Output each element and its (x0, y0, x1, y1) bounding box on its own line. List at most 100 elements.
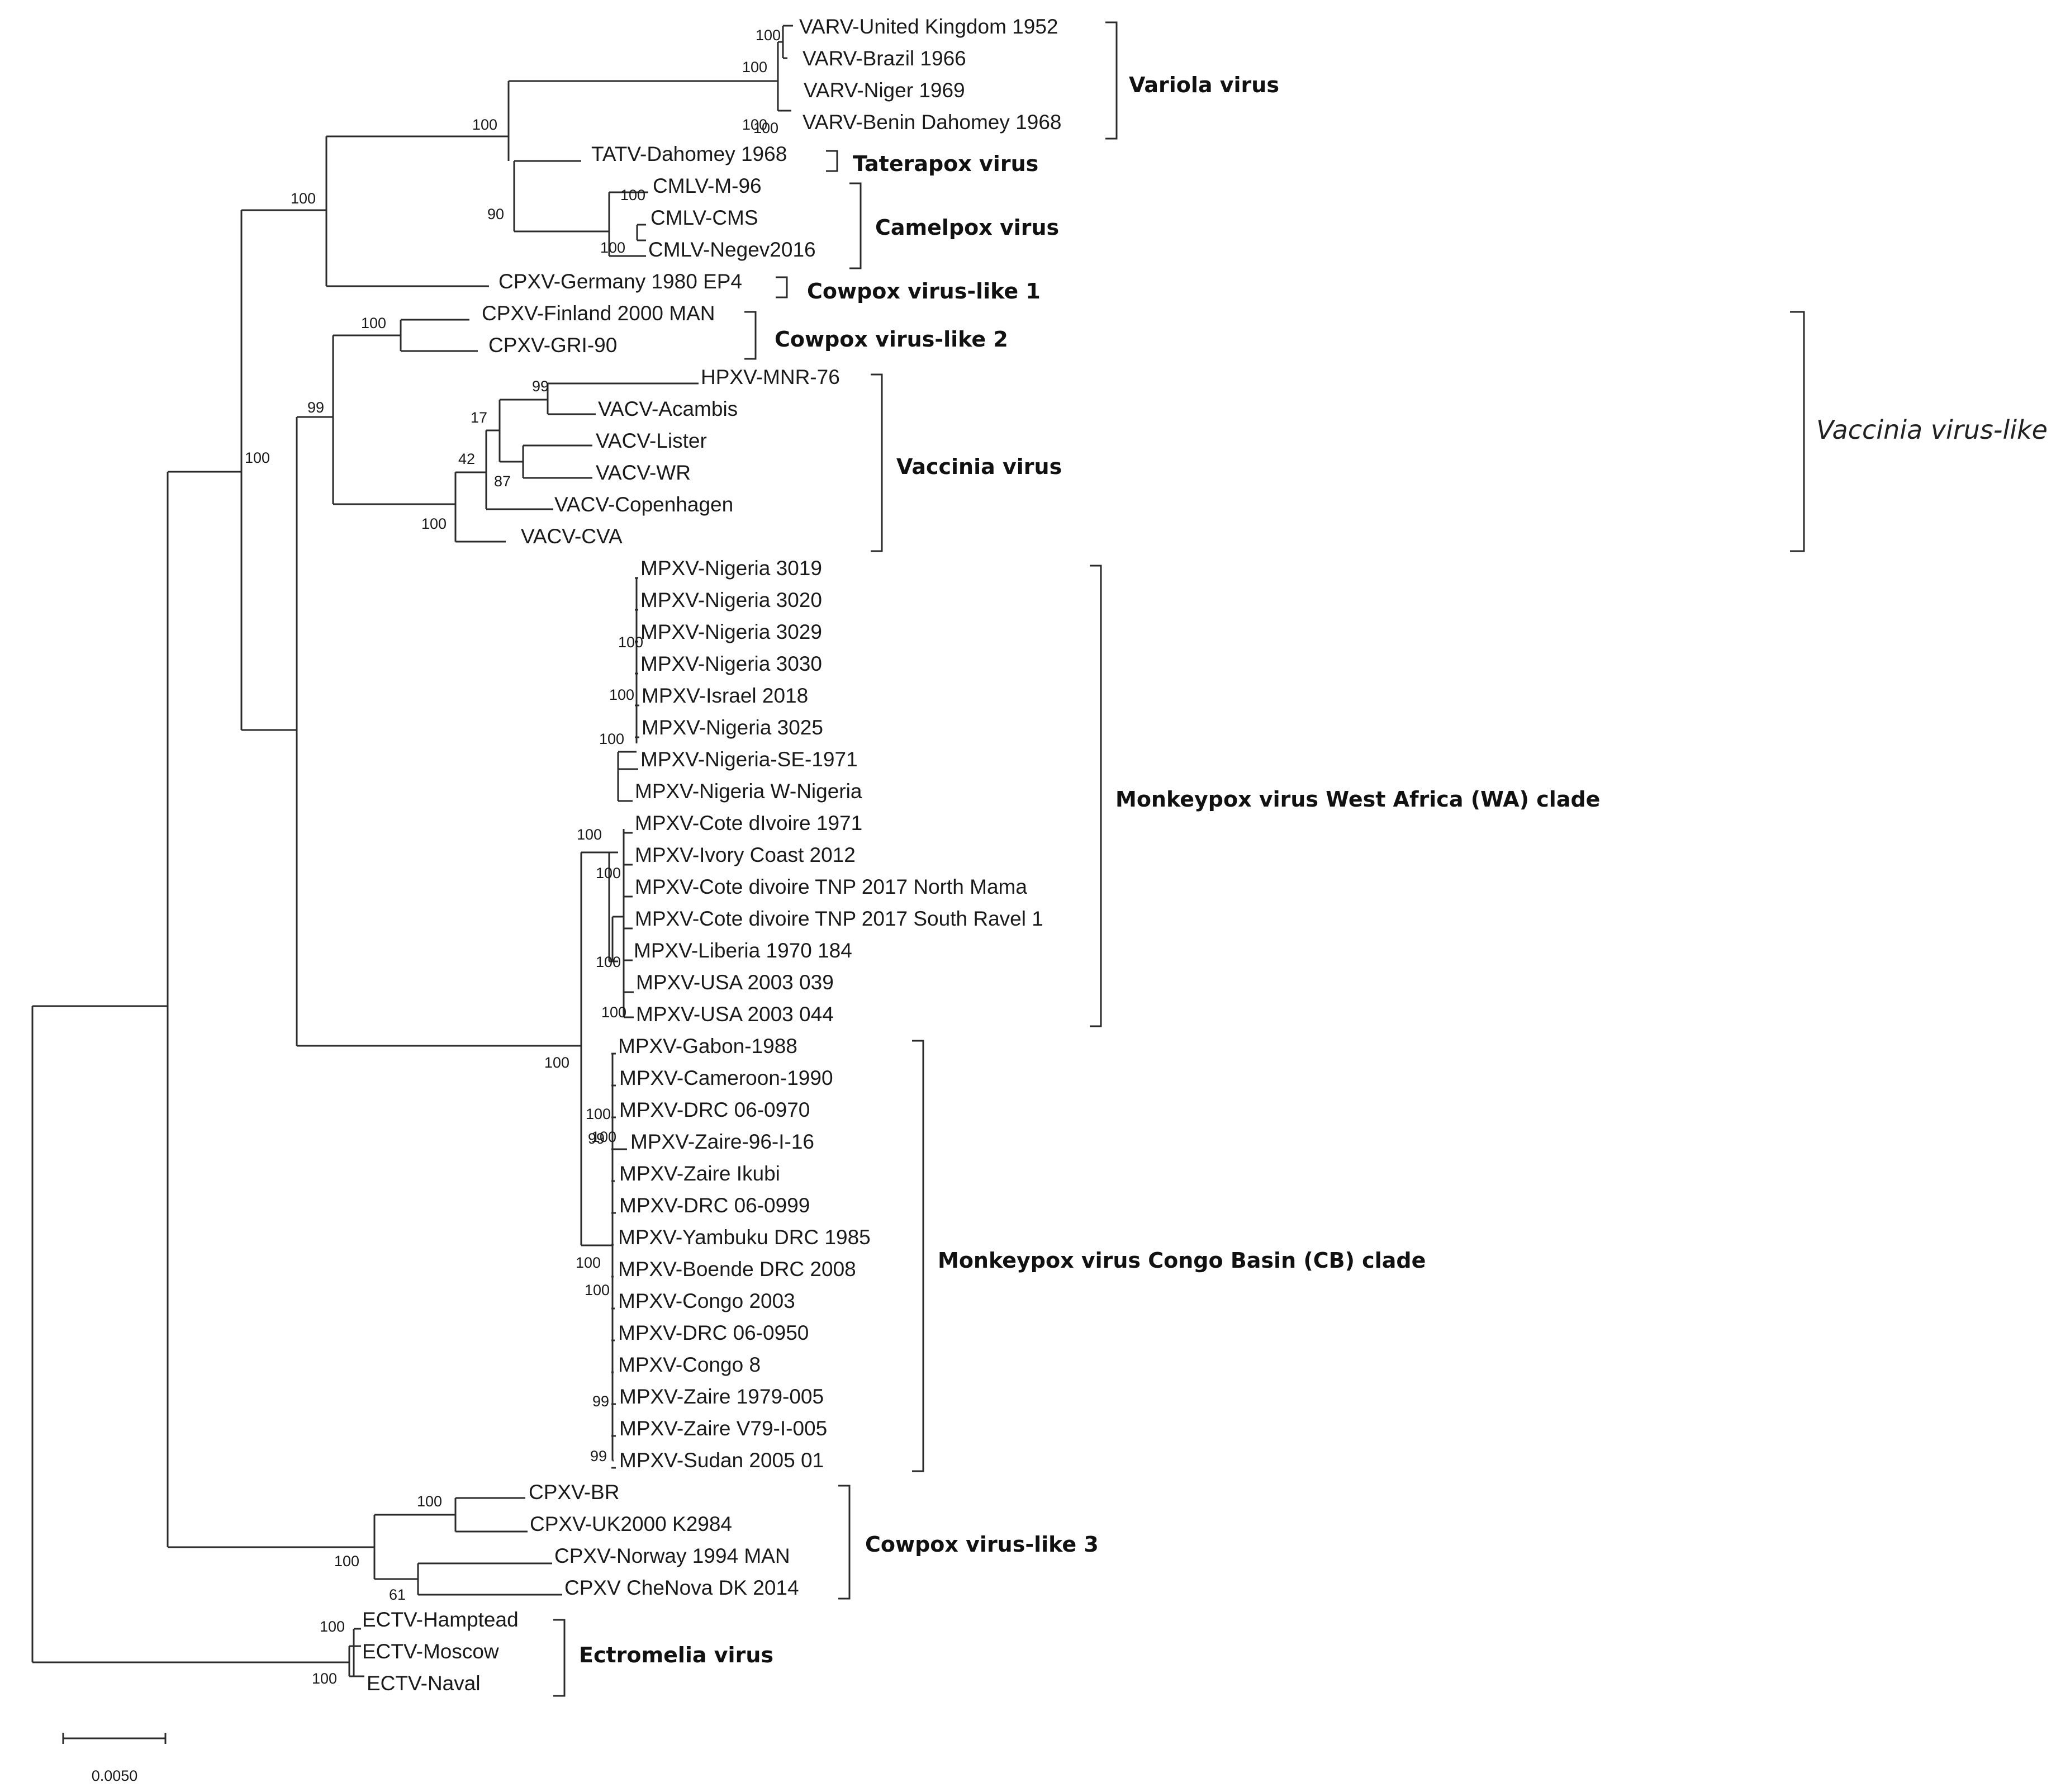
tip-label: MPXV-Nigeria 3025 (642, 716, 823, 739)
bootstrap-value: 100 (596, 865, 621, 881)
tip-label: ECTV-Hamptead (362, 1608, 519, 1631)
tip-label: ECTV-Moscow (362, 1640, 499, 1663)
clade-label: Cowpox virus-like 3 (865, 1532, 1099, 1557)
tip-label: MPXV-Cameroon-1990 (619, 1066, 833, 1089)
tip-label: ECTV-Naval (367, 1672, 481, 1695)
clade-label: Camelpox virus (875, 215, 1059, 240)
tip-label: CPXV-Finland 2000 MAN (482, 302, 715, 325)
bootstrap-value: 100 (742, 59, 767, 75)
tip-label: MPXV-Cote divoire TNP 2017 North Mama (635, 875, 1027, 898)
tip-label: VARV-Benin Dahomey 1968 (803, 111, 1061, 134)
bootstrap-value: 100 (245, 449, 270, 466)
bootstrap-value: 17 (471, 409, 487, 426)
tip-label: MPXV-Congo 2003 (618, 1290, 795, 1312)
tip-label: VACV-CVA (521, 525, 623, 548)
bootstrap-value: 100 (591, 1129, 616, 1145)
tip-label: HPXV-MNR-76 (701, 366, 840, 388)
bootstrap-value: 100 (620, 187, 645, 203)
tip-label: VARV-United Kingdom 1952 (799, 15, 1058, 38)
tip-label: CPXV CheNova DK 2014 (564, 1576, 799, 1599)
tip-label: MPXV-Yambuku DRC 1985 (618, 1226, 871, 1249)
bootstrap-value: 100 (472, 116, 497, 133)
tip-label: MPXV-Nigeria 3029 (640, 620, 822, 643)
tip-label: MPXV-USA 2003 039 (636, 971, 834, 994)
tip-label: MPXV-Sudan 2005 01 (619, 1449, 824, 1472)
tip-label: MPXV-Congo 8 (618, 1353, 761, 1376)
bootstrap-value: 100 (586, 1106, 611, 1122)
tip-label: TATV-Dahomey 1968 (591, 143, 787, 165)
tip-label: CPXV-BR (529, 1481, 619, 1504)
bootstrap-value: 90 (487, 206, 504, 222)
bootstrap-value: 100 (361, 315, 386, 331)
tip-label: MPXV-Zaire-96-I-16 (630, 1130, 814, 1153)
clade-bracket (1105, 21, 1118, 140)
tip-label: CPXV-GRI-90 (488, 334, 617, 357)
bootstrap-value: 99 (307, 399, 324, 416)
clade-bracket (838, 1485, 851, 1600)
tip-label: CPXV-Germany 1980 EP4 (498, 270, 742, 293)
clade-bracket (776, 276, 788, 298)
tip-label: MPXV-Nigeria 3019 (640, 557, 822, 580)
bootstrap-value: 100 (334, 1553, 359, 1570)
clade-label: Taterapox virus (853, 151, 1038, 176)
bootstrap-value: 61 (389, 1586, 406, 1603)
tip-label: MPXV-Ivory Coast 2012 (635, 843, 856, 866)
tip-label: VARV-Niger 1969 (804, 79, 965, 102)
tip-label: VACV-Acambis (598, 397, 738, 420)
tip-label: CMLV-CMS (650, 206, 758, 229)
tree-branches (31, 25, 793, 1677)
tip-label: CMLV-Negev2016 (648, 238, 816, 261)
bootstrap-value: 100 (609, 686, 634, 703)
bootstrap-value: 100 (585, 1282, 610, 1298)
clade-bracket (553, 1619, 566, 1697)
bootstrap-value: 87 (494, 473, 511, 490)
clade-label: Monkeypox virus West Africa (WA) clade (1115, 787, 1600, 812)
bootstrap-value: 99 (592, 1393, 609, 1410)
clade-bracket (871, 373, 883, 552)
clade-bracket (912, 1040, 924, 1472)
bootstrap-value: 100 (596, 954, 621, 970)
scale-bar: 0.0050 (62, 1733, 167, 1784)
bootstrap-value: 100 (742, 116, 767, 133)
bootstrap-value: 99 (588, 1130, 605, 1147)
scale-bar-line (62, 1733, 167, 1744)
group-bracket-vaccinia-like: Vaccinia virus-like (1790, 311, 2048, 552)
tip-label: VACV-Copenhagen (554, 493, 733, 516)
bootstrap-value: 100 (753, 120, 778, 136)
tip-label: MPXV-Nigeria 3020 (640, 589, 822, 611)
tip-label: MPXV-Nigeria 3030 (640, 652, 822, 675)
bootstrap-value: 100 (756, 27, 781, 44)
tip-label: MPXV-Liberia 1970 184 (634, 939, 852, 962)
clade-label: Ectromelia virus (579, 1643, 773, 1667)
tip-label: CMLV-M-96 (653, 174, 762, 197)
bootstrap-value: 100 (320, 1618, 345, 1635)
tip-label: MPXV-Zaire V79-I-005 (619, 1417, 827, 1440)
group-label: Vaccinia virus-like (1816, 415, 2048, 445)
tip-label: MPXV-Zaire Ikubi (619, 1162, 780, 1185)
bootstrap-value: 100 (312, 1670, 337, 1687)
bootstrap-value: 100 (291, 190, 316, 207)
clade-label: Cowpox virus-like 2 (775, 327, 1008, 352)
bootstrap-value: 100 (601, 1004, 626, 1021)
bootstrap-value: 42 (458, 451, 475, 467)
group-bracket-line (1790, 311, 1805, 552)
tip-label: MPXV-Israel 2018 (642, 684, 808, 707)
bootstrap-value: 99 (532, 378, 549, 395)
bootstrap-value: 100 (544, 1054, 569, 1071)
clade-label: Vaccinia virus (896, 454, 1062, 479)
bootstrap-value: 100 (577, 826, 602, 843)
tip-label: MPXV-Gabon-1988 (618, 1035, 797, 1058)
tip-label: MPXV-USA 2003 044 (636, 1003, 834, 1026)
bootstrap-value: 100 (599, 731, 624, 747)
bootstrap-value: 100 (421, 515, 447, 532)
bootstrap-value: 100 (576, 1254, 601, 1271)
tip-label: VACV-Lister (596, 429, 707, 452)
clade-bracket (744, 311, 757, 360)
tip-label: MPXV-DRC 06-0999 (619, 1194, 810, 1217)
tip-label: VARV-Brazil 1966 (803, 47, 966, 70)
scale-bar-label: 0.0050 (92, 1767, 138, 1784)
tip-label: VACV-WR (596, 461, 691, 484)
tip-label: MPXV-DRC 06-0950 (618, 1321, 809, 1344)
